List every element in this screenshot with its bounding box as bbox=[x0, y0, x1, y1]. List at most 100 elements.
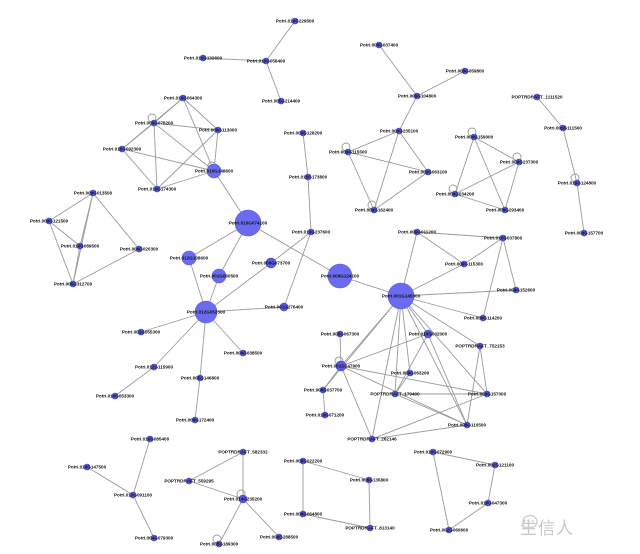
node-circle[interactable] bbox=[129, 491, 137, 499]
node-circle[interactable] bbox=[304, 173, 312, 181]
node-circle[interactable] bbox=[206, 163, 222, 179]
gene-node[interactable]: Potri.002G060600 bbox=[430, 526, 469, 534]
gene-node[interactable]: Potri.008G288500 bbox=[260, 533, 299, 541]
gene-node[interactable]: Potri.010G229500 bbox=[276, 17, 315, 25]
node-circle[interactable] bbox=[277, 97, 285, 105]
gene-node[interactable]: Potri.009G237300 bbox=[500, 158, 539, 166]
node-circle[interactable] bbox=[406, 369, 414, 377]
gene-node[interactable]: Potri.008G022200 bbox=[284, 457, 323, 465]
node-circle[interactable] bbox=[150, 119, 158, 127]
gene-node[interactable]: Potri.001G060500 bbox=[200, 268, 239, 284]
gene-node[interactable]: Potri.009G113000 bbox=[199, 126, 237, 134]
gene-node[interactable]: Potri.009G128200 bbox=[284, 129, 323, 137]
gene-node[interactable]: POPTRDRAFT_179400 bbox=[370, 390, 420, 398]
node-circle[interactable] bbox=[191, 416, 199, 424]
gene-node[interactable]: POPTRDRAFT_1111520 bbox=[511, 93, 563, 101]
gene-node[interactable]: Potri.010G064300 bbox=[164, 94, 203, 102]
node-circle[interactable] bbox=[239, 349, 247, 357]
node-circle[interactable] bbox=[199, 54, 207, 62]
gene-node[interactable]: Potri.009G013500 bbox=[74, 189, 113, 197]
gene-node[interactable]: Potri.009G063200 bbox=[391, 369, 430, 377]
node-circle[interactable] bbox=[391, 390, 399, 398]
gene-node[interactable]: Potri.008G064800 bbox=[284, 510, 323, 518]
gene-node[interactable]: POPTRDRAFT_559295 bbox=[164, 477, 214, 485]
gene-node[interactable]: POPTRDRAFT_752153 bbox=[455, 342, 505, 350]
node-circle[interactable] bbox=[196, 374, 204, 382]
node-circle[interactable] bbox=[239, 448, 247, 456]
node-circle[interactable] bbox=[214, 126, 222, 134]
node-circle[interactable] bbox=[413, 228, 421, 236]
node-circle[interactable] bbox=[238, 494, 248, 504]
node-circle[interactable] bbox=[185, 477, 193, 485]
gene-node[interactable]: Potri.009G115500 bbox=[329, 148, 367, 156]
node-circle[interactable] bbox=[265, 257, 277, 269]
gene-node[interactable]: Potri.009G034200 bbox=[436, 190, 475, 198]
gene-node[interactable]: Potri.010G085400 bbox=[131, 435, 170, 443]
node-circle[interactable] bbox=[45, 217, 53, 225]
node-circle[interactable] bbox=[451, 190, 459, 198]
node-circle[interactable] bbox=[150, 363, 158, 371]
node-circle[interactable] bbox=[429, 448, 437, 456]
node-circle[interactable] bbox=[118, 145, 126, 153]
node-circle[interactable] bbox=[234, 209, 262, 237]
node-circle[interactable] bbox=[423, 329, 433, 339]
gene-node[interactable]: Potri.004G079300 bbox=[135, 534, 174, 542]
node-circle[interactable] bbox=[484, 499, 492, 507]
node-circle[interactable] bbox=[501, 206, 509, 214]
gene-node[interactable]: Potri.001G276400 bbox=[265, 302, 304, 312]
node-circle[interactable] bbox=[215, 540, 223, 548]
node-circle[interactable] bbox=[153, 185, 161, 193]
gene-node[interactable]: Potri.010G173800 bbox=[289, 173, 328, 181]
node-circle[interactable] bbox=[299, 457, 307, 465]
gene-node[interactable]: Potri.010G053300 bbox=[96, 392, 135, 400]
gene-node[interactable]: Potri.010G124800 bbox=[558, 179, 597, 187]
gene-node[interactable]: Potri.010G058400 bbox=[247, 57, 286, 65]
gene-node[interactable]: Potri.009G110500 bbox=[448, 421, 486, 429]
gene-node[interactable]: Potri.012G115900 bbox=[135, 363, 173, 371]
node-circle[interactable] bbox=[83, 463, 91, 471]
gene-node[interactable]: Potri.009G172400 bbox=[176, 416, 215, 424]
node-circle[interactable] bbox=[335, 360, 347, 372]
gene-node[interactable]: Potri.010G089500 bbox=[61, 242, 100, 250]
gene-node[interactable]: Potri.009G104800 bbox=[398, 92, 437, 100]
node-circle[interactable] bbox=[336, 330, 344, 338]
gene-node[interactable]: Potri.012G108600 bbox=[170, 250, 209, 266]
node-circle[interactable] bbox=[89, 189, 97, 197]
gene-node[interactable]: Potri.009G038500 bbox=[224, 349, 263, 357]
node-circle[interactable] bbox=[291, 17, 299, 25]
node-circle[interactable] bbox=[499, 234, 507, 242]
node-circle[interactable] bbox=[135, 245, 143, 253]
gene-node[interactable]: Potri.009G135800 bbox=[350, 476, 389, 484]
gene-node[interactable]: Potri.010G071200 bbox=[306, 411, 345, 419]
gene-node[interactable]: Potri.010G132600 bbox=[184, 54, 223, 62]
node-circle[interactable] bbox=[150, 534, 158, 542]
node-circle[interactable] bbox=[111, 392, 119, 400]
node-circle[interactable] bbox=[479, 314, 487, 322]
gene-node[interactable]: Potri.005G146800 bbox=[181, 374, 220, 382]
node-circle[interactable] bbox=[463, 421, 471, 429]
node-circle[interactable] bbox=[76, 242, 84, 250]
gene-node[interactable]: Potri.009G162400 bbox=[355, 206, 394, 214]
gene-node[interactable]: Potri.009G078200 bbox=[135, 119, 174, 127]
node-circle[interactable] bbox=[69, 280, 77, 288]
node-circle[interactable] bbox=[211, 268, 227, 284]
gene-node[interactable]: Potri.009G293400 bbox=[486, 206, 525, 214]
gene-node[interactable]: Potri.002G121100 bbox=[476, 461, 514, 469]
node-circle[interactable] bbox=[424, 168, 432, 176]
node-circle[interactable] bbox=[573, 179, 581, 187]
node-circle[interactable] bbox=[476, 342, 484, 350]
gene-node[interactable]: Potri.009G235100 bbox=[380, 127, 419, 135]
node-circle[interactable] bbox=[366, 524, 374, 532]
gene-node[interactable]: Potri.009G037400 bbox=[360, 41, 399, 49]
node-circle[interactable] bbox=[137, 328, 145, 336]
gene-node[interactable]: Potri.009G111500 bbox=[544, 124, 582, 132]
node-circle[interactable] bbox=[321, 411, 329, 419]
gene-node[interactable]: Potri.010G147500 bbox=[68, 463, 107, 471]
node-circle[interactable] bbox=[375, 41, 383, 49]
node-circle[interactable] bbox=[461, 67, 469, 75]
gene-node[interactable]: Potri.010G237600 bbox=[292, 228, 331, 236]
gene-node[interactable]: Potri.009G152600 bbox=[497, 286, 536, 294]
node-circle[interactable] bbox=[483, 390, 491, 398]
gene-node[interactable]: Potri.010G072900 bbox=[414, 448, 453, 456]
node-circle[interactable] bbox=[515, 158, 523, 166]
